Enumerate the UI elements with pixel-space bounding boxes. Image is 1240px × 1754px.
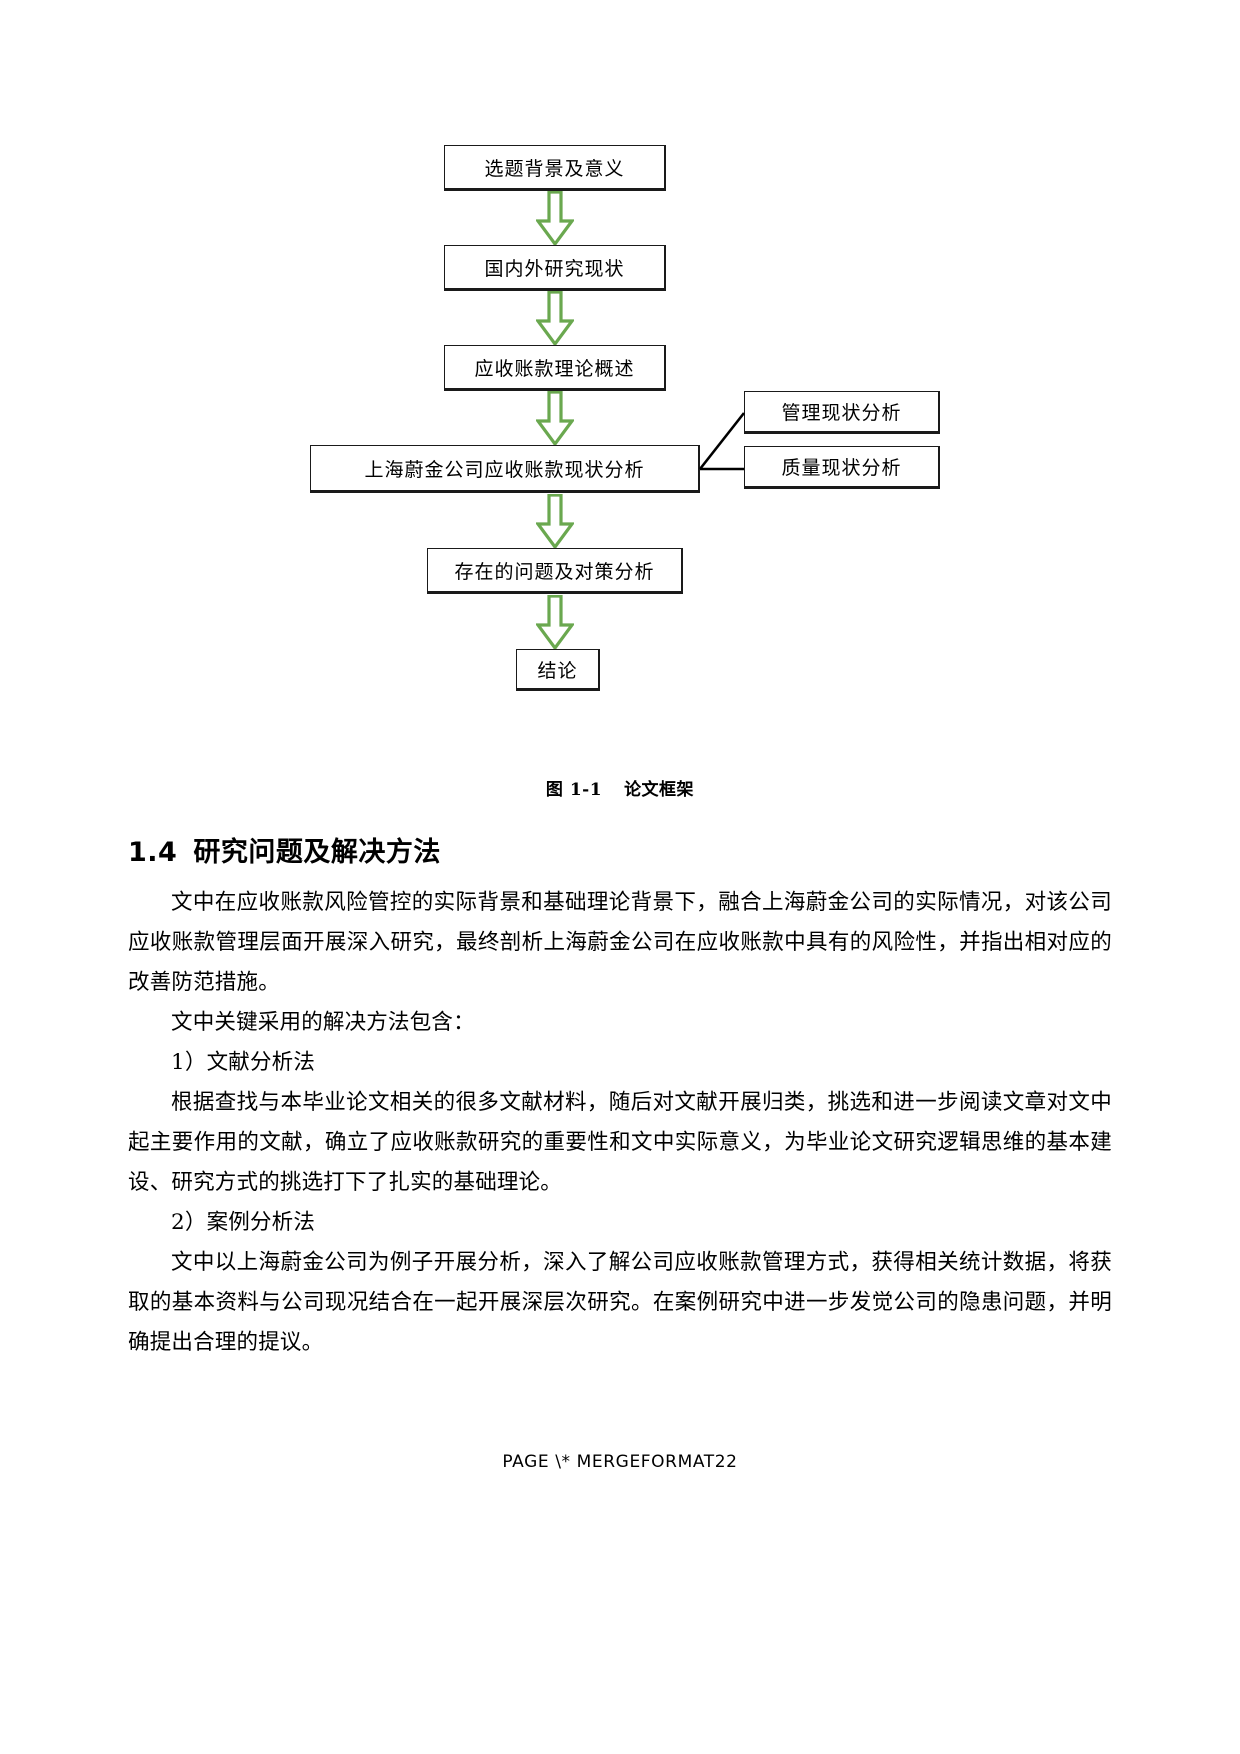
section-heading: 1.4 研究问题及解决方法: [128, 830, 1112, 869]
flow-node-label: 国内外研究现状: [484, 257, 625, 280]
flow-branch-connector: [698, 412, 746, 471]
flow-node-management-status-analysis: 管理现状分析: [744, 391, 940, 434]
paragraph-method-1-body: 根据查找与本毕业论文相关的很多文献材料，随后对文献开展归类，挑选和进一步阅读文章…: [128, 1090, 1112, 1195]
paragraph-methods-intro: 文中关键采用的解决方法包含：: [171, 1010, 475, 1035]
paragraph-research-overview: 文中在应收账款风险管控的实际背景和基础理论背景下，融合上海蔚金公司的实际情况，对…: [128, 890, 1112, 995]
section-title: 研究问题及解决方法: [193, 837, 441, 868]
figure-caption: 图 1-1 论文框架: [0, 775, 1240, 800]
flow-node-topic-background: 选题背景及意义: [444, 145, 666, 191]
paragraph-method-2-body: 文中以上海蔚金公司为例子开展分析，深入了解公司应收账款管理方式，获得相关统计数据…: [128, 1250, 1112, 1355]
figure-caption-title: 论文框架: [624, 780, 695, 800]
thesis-framework-flowchart: 选题背景及意义 国内外研究现状 应收账款理论概述 上海蔚金公司应收账款现状分析 …: [0, 120, 1240, 720]
document-body: 1.4 研究问题及解决方法 文中在应收账款风险管控的实际背景和基础理论背景下，融合…: [128, 830, 1112, 1363]
flow-node-quality-status-analysis: 质量现状分析: [744, 446, 940, 489]
flow-node-label: 管理现状分析: [781, 402, 902, 424]
paragraph-method-2-title: 2）案例分析法: [171, 1210, 316, 1235]
flow-arrow-down-3: [536, 391, 574, 446]
flow-arrow-down-1: [536, 191, 574, 246]
flow-node-label: 上海蔚金公司应收账款现状分析: [364, 458, 645, 481]
paragraph-method-1-title: 1）文献分析法: [171, 1050, 316, 1075]
flow-node-label: 选题背景及意义: [484, 157, 625, 180]
flow-arrow-down-5: [536, 595, 574, 650]
flow-node-research-status: 国内外研究现状: [444, 245, 666, 291]
page-footer: PAGE \* MERGEFORMAT22: [502, 1452, 738, 1472]
flow-node-problems-countermeasures: 存在的问题及对策分析: [427, 548, 683, 594]
flow-node-company-status-analysis: 上海蔚金公司应收账款现状分析: [310, 445, 700, 493]
section-number: 1.4: [128, 837, 178, 868]
flow-node-label: 结论: [537, 659, 578, 682]
flow-node-receivables-theory: 应收账款理论概述: [444, 345, 666, 391]
flow-node-label: 应收账款理论概述: [474, 357, 635, 380]
flow-node-label: 存在的问题及对策分析: [454, 560, 655, 583]
flow-node-conclusion: 结论: [516, 649, 600, 691]
flow-node-label: 质量现状分析: [781, 457, 902, 479]
flow-arrow-down-4: [536, 494, 574, 549]
figure-caption-label: 图 1-1: [545, 780, 603, 800]
flow-arrow-down-2: [536, 291, 574, 346]
